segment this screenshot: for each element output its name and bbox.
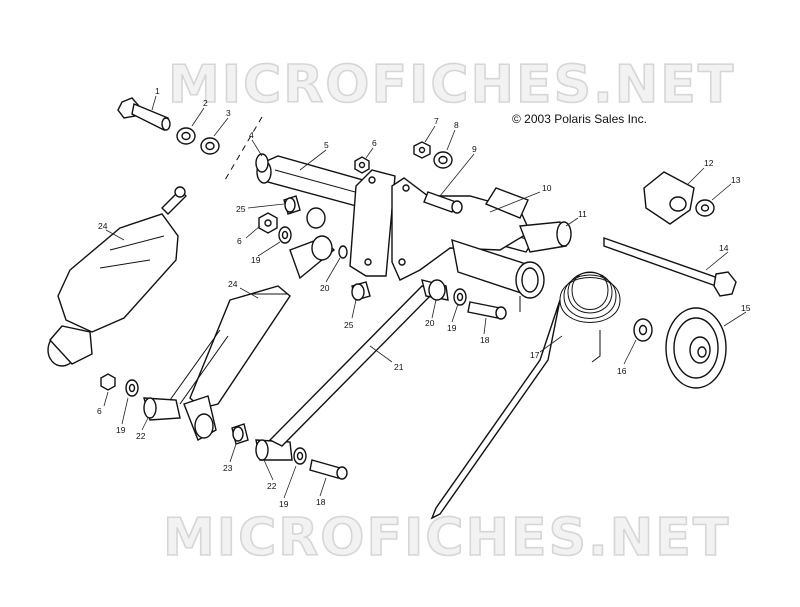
callout-17: 17 bbox=[530, 350, 540, 360]
nut-part-6a bbox=[354, 156, 370, 174]
bushing-part-25a bbox=[283, 195, 301, 215]
callout-15: 15 bbox=[741, 303, 751, 313]
callout-24-lower: 24 bbox=[228, 279, 238, 289]
callout-14: 14 bbox=[719, 243, 729, 253]
nut-part-6b bbox=[258, 212, 278, 234]
link-part-22a bbox=[143, 329, 229, 421]
callout-23: 23 bbox=[223, 463, 233, 473]
arm-part-21 bbox=[268, 279, 449, 447]
bolt-part-18b bbox=[309, 459, 348, 480]
pivot-tube-part-11 bbox=[519, 221, 572, 253]
callout-2: 2 bbox=[203, 98, 208, 108]
callout-20-left: 20 bbox=[320, 283, 330, 293]
callout-24-upper: 24 bbox=[98, 221, 108, 231]
spring-tube bbox=[451, 238, 545, 312]
parts-art bbox=[47, 97, 737, 520]
callout-8: 8 bbox=[454, 120, 459, 130]
callout-6-mid: 6 bbox=[237, 236, 242, 246]
callout-25-upper: 25 bbox=[236, 204, 246, 214]
callout-25-lower: 25 bbox=[344, 320, 354, 330]
callout-18-upper: 18 bbox=[480, 335, 490, 345]
callout-19-lower: 19 bbox=[279, 499, 289, 509]
callout-13: 13 bbox=[731, 175, 741, 185]
callout-12: 12 bbox=[704, 158, 714, 168]
shock-absorber-part-24-lower bbox=[183, 207, 336, 442]
torsion-spring-part-17 bbox=[430, 271, 621, 520]
callout-19-upper-right: 19 bbox=[447, 323, 457, 333]
callout-6-top: 6 bbox=[372, 138, 377, 148]
callout-18-lower: 18 bbox=[316, 497, 326, 507]
callout-20-right: 20 bbox=[425, 318, 435, 328]
callout-19-upper-left: 19 bbox=[251, 255, 261, 265]
nut-part-6c bbox=[100, 373, 116, 391]
washer-part-13 bbox=[695, 199, 715, 217]
link-part-22b bbox=[255, 439, 293, 461]
washer-part-2 bbox=[176, 127, 196, 145]
copyright-notice: © 2003 Polaris Sales Inc. bbox=[512, 112, 647, 126]
washer-part-3 bbox=[200, 137, 220, 155]
callout-7: 7 bbox=[434, 116, 439, 126]
washer-part-19c bbox=[125, 379, 139, 397]
callout-3: 3 bbox=[226, 108, 231, 118]
callout-5: 5 bbox=[324, 140, 329, 150]
callout-6-low: 6 bbox=[97, 406, 102, 416]
washer-part-19a bbox=[278, 226, 292, 244]
bolt-part-18a bbox=[467, 301, 507, 320]
centerline-dashed bbox=[224, 116, 263, 181]
callout-16: 16 bbox=[617, 366, 627, 376]
idler-wheel-part-15 bbox=[665, 307, 727, 389]
shock-absorber-part-24-upper bbox=[47, 186, 187, 367]
callout-11: 11 bbox=[578, 209, 587, 219]
washer-part-16 bbox=[633, 318, 653, 342]
clip-part-12 bbox=[643, 171, 695, 225]
nut-part-7 bbox=[413, 141, 431, 159]
bolt-part-1 bbox=[117, 97, 171, 131]
callout-19-lower-left: 19 bbox=[116, 425, 126, 435]
callout-1: 1 bbox=[155, 86, 160, 96]
bushing-part-4 bbox=[255, 153, 269, 173]
washer-part-8 bbox=[433, 151, 453, 169]
spacer-part-20a bbox=[338, 245, 348, 259]
callout-21: 21 bbox=[394, 362, 404, 372]
callout-leaders bbox=[103, 95, 747, 499]
bushing-part-23 bbox=[231, 423, 249, 445]
callout-4: 4 bbox=[249, 130, 254, 140]
bolt-part-9 bbox=[423, 191, 463, 214]
callout-22-left: 22 bbox=[136, 431, 146, 441]
watermark-top: MICROFICHES.NET bbox=[168, 55, 735, 115]
bolt-part-14 bbox=[603, 237, 737, 297]
washer-part-19b bbox=[453, 288, 467, 306]
bushing-part-25b bbox=[351, 281, 371, 301]
callout-labels: 1 2 3 4 5 6 6 6 7 8 9 10 11 12 13 14 15 … bbox=[97, 86, 751, 509]
washer-part-19d bbox=[293, 447, 307, 465]
callout-9: 9 bbox=[472, 144, 477, 154]
callout-10: 10 bbox=[542, 183, 552, 193]
callout-22-right: 22 bbox=[267, 481, 277, 491]
watermark-bottom: MICROFICHES.NET bbox=[163, 508, 730, 568]
